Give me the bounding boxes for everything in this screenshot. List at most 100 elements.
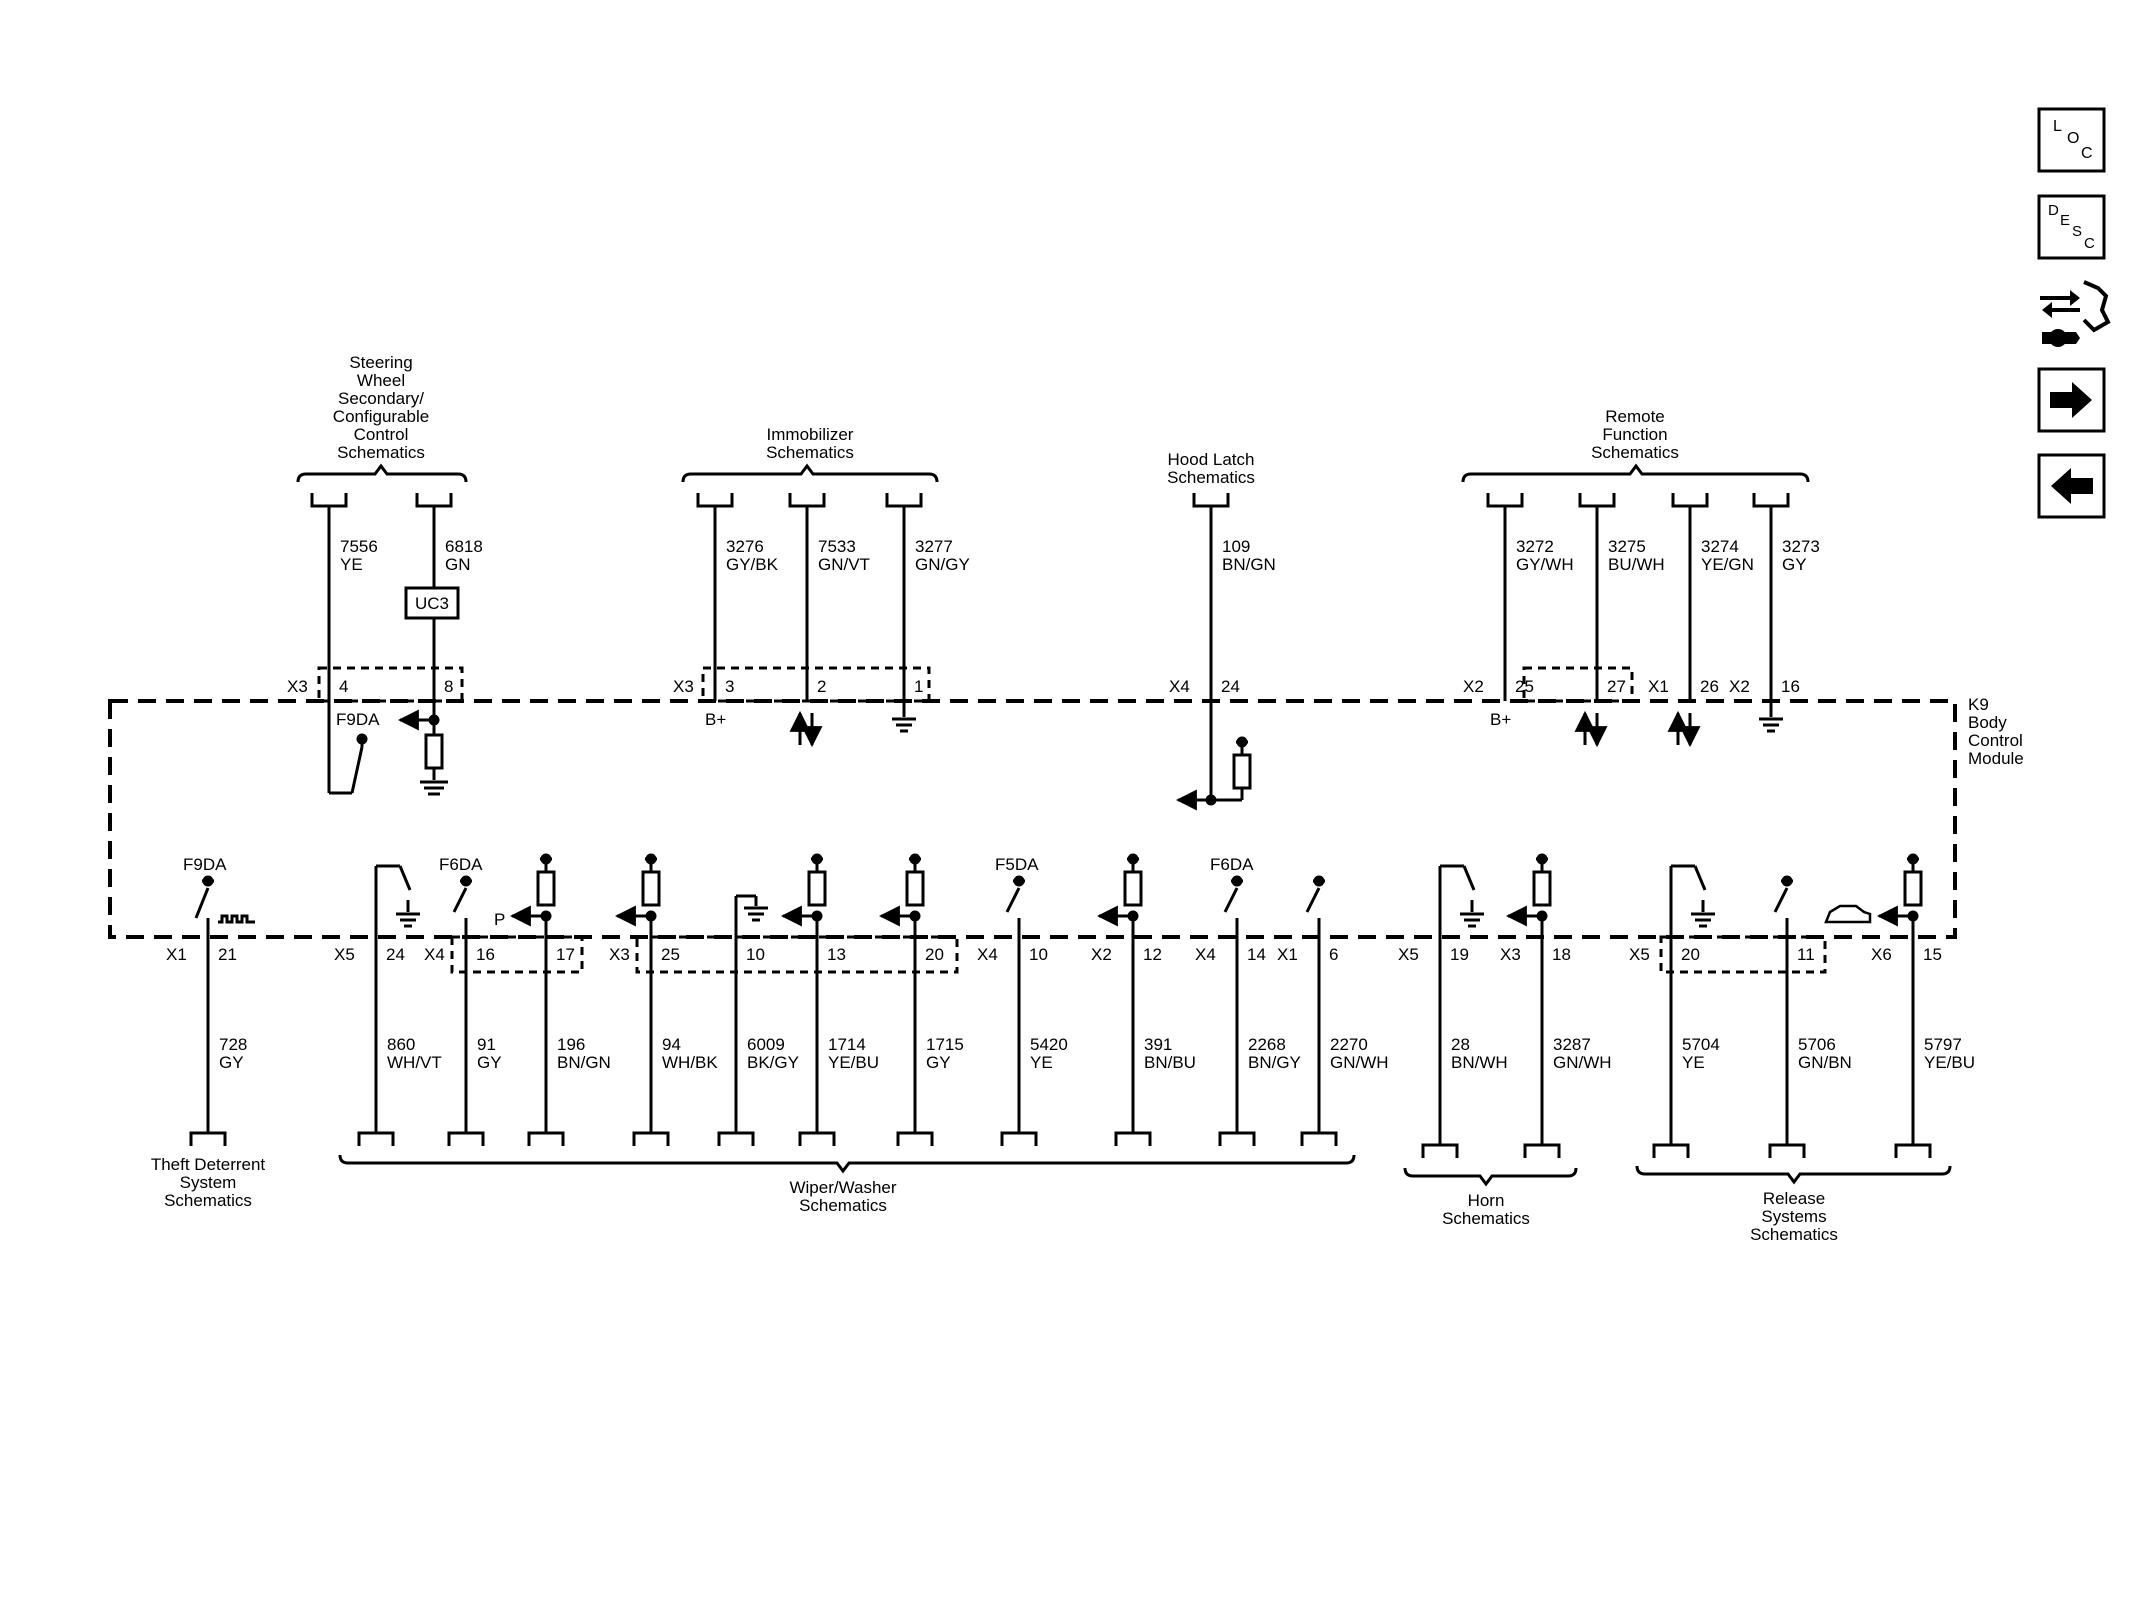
pullup-resistor <box>1505 853 1552 927</box>
uc3-label: UC3 <box>415 594 449 613</box>
connector-id: X2 <box>1091 945 1112 964</box>
top-wires: 7556YE4X36818GN83276GY/BK3X37533GN/VT232… <box>287 493 1820 701</box>
wire-color: GN/GY <box>915 555 970 574</box>
pin-number: 20 <box>925 945 944 964</box>
desc-letter: S <box>2072 223 2082 240</box>
p-label: P <box>494 910 505 929</box>
wire-color: GY <box>1782 555 1807 574</box>
terminal-connector <box>696 493 734 508</box>
hood-latch-pullup <box>1175 701 1252 811</box>
connector-id: X4 <box>1169 677 1190 696</box>
group-label-line: Control <box>354 425 409 444</box>
bottom-wires: 728GY21X1860WH/VT24X591GY16X4196BN/GN179… <box>166 866 1975 1158</box>
next-arrow-icon <box>2050 382 2092 418</box>
wire-color: GN/BN <box>1798 1053 1852 1072</box>
connector-id: X1 <box>166 945 187 964</box>
terminal-connector <box>788 493 826 508</box>
brace-wiper-washer <box>338 1154 1356 1174</box>
bidirectional-arrow <box>1574 710 1608 748</box>
wire-color: YE/BU <box>1924 1053 1975 1072</box>
circuit-number: 5797 <box>1924 1035 1962 1054</box>
connector-box-x3-wiper <box>635 935 959 974</box>
circuit-number: 6009 <box>747 1035 785 1054</box>
group-label-line: Wheel <box>357 371 405 390</box>
bplus-label: B+ <box>1490 710 1511 729</box>
pin-number: 24 <box>386 945 405 964</box>
circuit-number: 1715 <box>926 1035 964 1054</box>
circuit-number: 5706 <box>1798 1035 1836 1054</box>
brace-horn <box>1403 1167 1578 1187</box>
group-label-line: Schematics <box>1750 1225 1838 1244</box>
terminal-connector <box>632 1131 670 1146</box>
terminal-connector <box>1652 1143 1690 1158</box>
circuit-number: 109 <box>1222 537 1250 556</box>
pin-number: 27 <box>1607 677 1626 696</box>
terminal-connector <box>1768 1143 1806 1158</box>
connector-id: X3 <box>609 945 630 964</box>
circuit-number: 2268 <box>1248 1035 1286 1054</box>
switch-symbol <box>1305 875 1325 913</box>
group-label-theft-deterrent: Theft Deterrent System Schematics <box>151 1155 266 1210</box>
loc-button[interactable]: L O C <box>2037 107 2106 173</box>
pin-number: 20 <box>1681 945 1700 964</box>
next-page-button[interactable] <box>2037 367 2106 433</box>
pin-number: 16 <box>1781 677 1800 696</box>
previous-page-button[interactable] <box>2037 453 2106 519</box>
circuit-number: 2270 <box>1330 1035 1368 1054</box>
previous-arrow-icon <box>2051 468 2093 504</box>
circuit-number: 3276 <box>726 537 764 556</box>
wire-color: GY <box>219 1053 244 1072</box>
group-label-line: Secondary/ <box>338 389 424 408</box>
brace-immobilizer <box>681 463 939 483</box>
switch-symbol <box>1223 875 1243 913</box>
group-label-horn: Horn Schematics <box>1442 1191 1530 1228</box>
wire-color: BN/BU <box>1144 1053 1196 1072</box>
circuit-number: 3275 <box>1608 537 1646 556</box>
terminal-connector <box>1671 493 1709 508</box>
circuit-number: 3274 <box>1701 537 1739 556</box>
connector-id: X4 <box>1195 945 1216 964</box>
pin-number: 18 <box>1552 945 1571 964</box>
circuit-number: 3272 <box>1516 537 1554 556</box>
desc-button[interactable]: D E S C <box>2037 194 2106 260</box>
group-label-line: Theft Deterrent <box>151 1155 266 1174</box>
switch-symbol <box>452 875 472 913</box>
switch-to-ground <box>376 864 420 928</box>
wire-color: GY <box>477 1053 502 1072</box>
pin-number: 8 <box>444 677 453 696</box>
component-view-icon <box>2040 280 2111 347</box>
wire-color: BN/WH <box>1451 1053 1508 1072</box>
group-label-line: Hood Latch <box>1168 450 1255 469</box>
component-view-button[interactable] <box>2040 280 2111 347</box>
loc-letter: L <box>2053 118 2062 135</box>
connector-id: X4 <box>977 945 998 964</box>
desc-letter: D <box>2048 202 2059 219</box>
terminal-connector <box>1000 1131 1038 1146</box>
bidirectional-arrow <box>789 710 823 748</box>
group-label-steering-wheel: Steering Wheel Secondary/ Configurable C… <box>333 353 429 462</box>
pin-number: 4 <box>339 677 348 696</box>
switch-to-ground <box>1671 864 1715 928</box>
wire-color: YE <box>340 555 363 574</box>
switch-symbol <box>1773 875 1793 913</box>
connector-id: X1 <box>1648 677 1669 696</box>
group-label-line: Schematics <box>1167 468 1255 487</box>
wire-color: GN <box>445 555 471 574</box>
connector-id: X5 <box>1629 945 1650 964</box>
desc-letter: E <box>2060 212 2070 229</box>
fuse-label: F9DA <box>336 710 380 729</box>
group-label-line: Schematics <box>799 1196 887 1215</box>
pin-number: 25 <box>1515 677 1534 696</box>
group-label-remote-function: Remote Function Schematics <box>1591 407 1679 462</box>
